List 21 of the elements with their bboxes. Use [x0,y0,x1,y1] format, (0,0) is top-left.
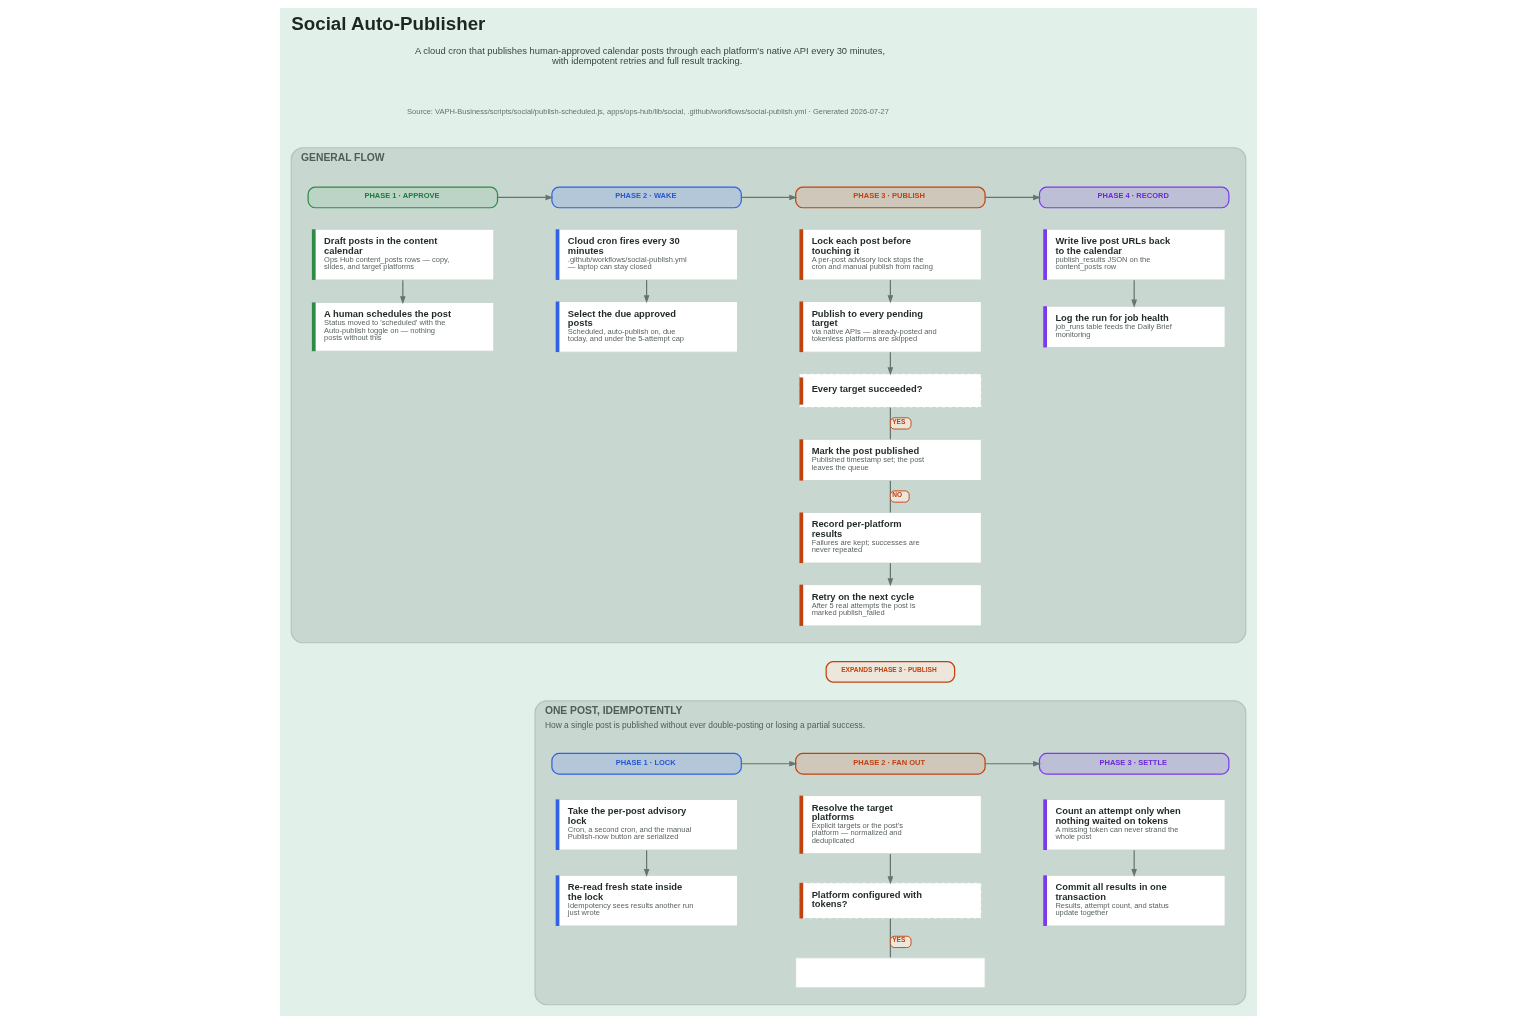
node-box: PHASE 1 · APPROVE [307,186,498,209]
node-box: PHASE 4 · RECORD [1038,186,1229,209]
diagram-title: Social Auto-Publisher [290,12,485,34]
arrow [740,760,797,767]
arrow [984,760,1041,767]
arrow [496,194,554,201]
node-box: PHASE 3 · PUBLISH [794,186,986,209]
node-box: PHASE 2 · WAKE [550,186,742,209]
arrow [984,194,1041,201]
connector [889,918,891,959]
arrow [643,849,649,877]
node-box: PHASE 2 · FAN OUT [794,752,986,775]
label: A cloud cron that publishes human-approved calendar posts through each platform's native API every 30 minutes, with idempotent retries and full result tracking. [414,45,885,67]
arrow [1130,279,1137,308]
node-box: PHASE 3 · SETTLE [1038,752,1229,775]
arrow [1130,849,1137,877]
arrow [740,194,797,201]
node-box [794,957,986,989]
arrow [887,853,893,885]
label: Source: VAPH-Business/scripts/social/publish-scheduled.js, apps/ops-hub/lib/social, .github/workflows/social-publish.yml · Generated 2026-07-27 [406,106,889,116]
node-box: PHASE 1 · LOCK [550,752,742,775]
